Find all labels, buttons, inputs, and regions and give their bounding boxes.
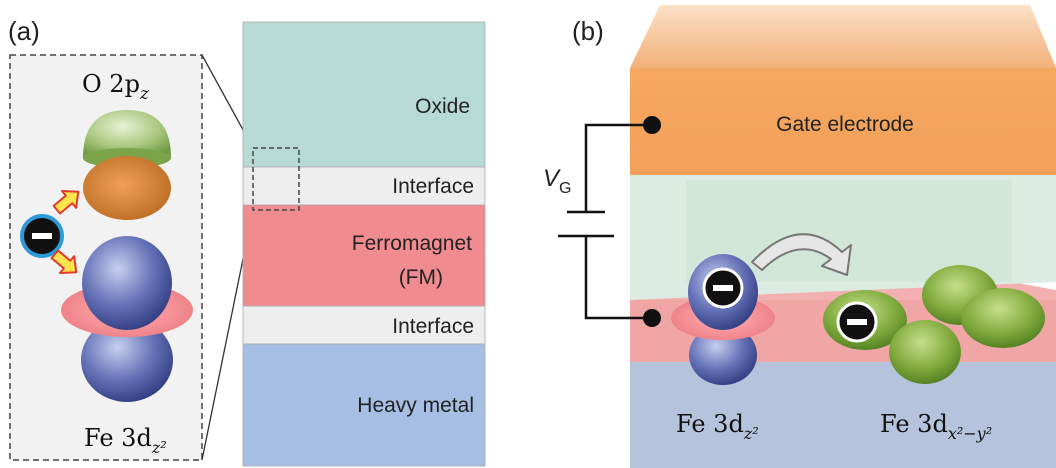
layer-label-oxide: Oxide [415, 95, 470, 118]
voltage-circuit [558, 123, 652, 320]
layer-label-interface-bottom: Interface [392, 315, 474, 338]
voltage-label: VG [543, 165, 571, 197]
layer-heavy-metal [242, 343, 486, 467]
layer-ferromagnet [242, 204, 486, 307]
layer-label-ferromagnet: Ferromagnet [352, 232, 472, 255]
layer-label-fm: (FM) [399, 266, 443, 289]
fe3dz2-label: Fe 3dz² [676, 410, 759, 443]
layer-label-heavy-metal: Heavy metal [357, 394, 474, 417]
fe3dx2y2-orbital [823, 265, 1045, 384]
device-gate-front [630, 68, 1056, 175]
layer-oxide [242, 21, 486, 168]
layer-stack [242, 21, 486, 467]
fe3dz2-orbital-inset [61, 236, 193, 402]
yellow-arrow-icon [50, 190, 80, 274]
curved-arrow-icon [751, 233, 852, 276]
electron-icon [20, 214, 64, 258]
panel-a-tag: (a) [8, 16, 40, 46]
panel-b-tag: (b) [572, 16, 604, 46]
contact-dot-fm [643, 309, 661, 327]
o2pz-orbital [83, 110, 171, 220]
o2pz-label: O 2pz [82, 70, 150, 104]
fe3dz2-label-inset: Fe 3dz² [84, 424, 167, 457]
electron-icon [836, 301, 878, 343]
electron-icon [702, 267, 744, 309]
layer-interface-bottom [242, 305, 486, 345]
gate-electrode-label: Gate electrode [776, 113, 914, 136]
layer-label-interface-top: Interface [392, 175, 474, 198]
zoom-region-box [252, 147, 300, 211]
device-heavy-metal [630, 362, 1056, 468]
device-stack [630, 5, 1056, 468]
device-gate-top [630, 5, 1056, 68]
fe3dx2y2-label: Fe 3dx²−y² [880, 410, 992, 443]
contact-dot-gate [643, 116, 661, 134]
